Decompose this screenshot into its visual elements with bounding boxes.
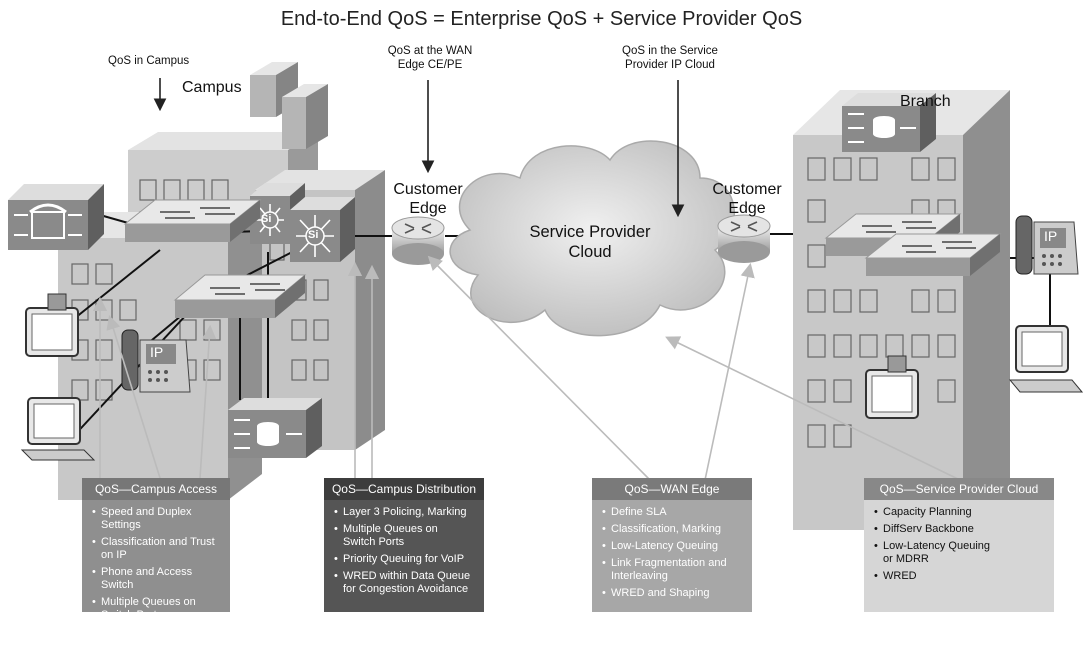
panel-item: Low-Latency Queuing <box>602 540 744 553</box>
callout-arrows <box>153 78 685 218</box>
label-qos-wan-edge-line1: QoS at the WAN <box>387 45 473 57</box>
label-sp-cloud-line1: Service Provider <box>529 223 651 241</box>
panel-item: Define SLA <box>602 506 744 519</box>
panel-sp-cloud-title: QoS—Service Provider Cloud <box>864 478 1054 500</box>
call-manager <box>8 184 104 250</box>
panel-sp-cloud-body: Capacity Planning DiffServ Backbone Low-… <box>864 500 1054 612</box>
branch-building <box>793 90 1010 530</box>
panel-wan-edge: QoS—WAN Edge Define SLA Classification, … <box>592 478 752 612</box>
label-qos-wan-edge-line2: Edge CE/PE <box>397 59 463 71</box>
label-qos-wan-edge: QoS at the WAN Edge CE/PE <box>365 44 495 72</box>
panel-pointer-lines <box>92 255 961 481</box>
panel-wan-edge-title: QoS—WAN Edge <box>592 478 752 500</box>
router-ce-left <box>391 216 445 265</box>
branch-switch-2 <box>864 233 1002 276</box>
panel-sp-cloud: QoS—Service Provider Cloud Capacity Plan… <box>864 478 1054 612</box>
panel-item: WRED and Shaping <box>602 587 744 600</box>
si-label-2: Si <box>308 229 319 241</box>
panel-item: Capacity Planning <box>874 506 1046 519</box>
si-label-1: Si <box>261 213 272 225</box>
panel-item: Priority Queuing for VoIP <box>334 553 476 566</box>
label-sp-cloud-line2: Cloud <box>568 243 612 261</box>
branch-storage <box>842 93 936 152</box>
panel-item: Phone and Access Switch <box>92 566 222 592</box>
branch-pc <box>1008 325 1083 393</box>
label-qos-sp-cloud-line2: Provider IP Cloud <box>625 59 715 71</box>
panel-campus-distribution-body: Layer 3 Policing, Marking Multiple Queue… <box>324 500 484 612</box>
server-towers <box>250 62 328 149</box>
panel-item: Classification and Trust on IP <box>92 536 222 562</box>
access-switch-2 <box>173 274 307 318</box>
label-sp-cloud: Service Provider Cloud <box>520 222 660 262</box>
router-ce-right <box>717 214 771 263</box>
label-qos-sp-cloud: QoS in the Service Provider IP Cloud <box>600 44 740 72</box>
campus-monitor-1 <box>25 293 79 357</box>
panel-campus-access-title: QoS—Campus Access <box>82 478 230 500</box>
label-customer-edge-right-line2: Edge <box>728 200 766 217</box>
label-customer-edge-right: Customer Edge <box>702 180 792 218</box>
qos-diagram: End-to-End QoS = Enterprise QoS + Servic… <box>0 0 1083 612</box>
panel-item: Link Fragmentation and Interleaving <box>602 557 741 583</box>
panel-item: Classification, Marking <box>602 523 744 536</box>
branch-ip-phone <box>1015 215 1079 275</box>
service-provider-cloud <box>449 140 736 337</box>
panel-campus-distribution: QoS—Campus Distribution Layer 3 Policing… <box>324 478 484 612</box>
panel-campus-access-body: Speed and Duplex Settings Classification… <box>82 500 230 651</box>
access-switch-1 <box>123 199 262 242</box>
panel-wan-edge-body: Define SLA Classification, Marking Low-L… <box>592 500 752 612</box>
campus-storage <box>228 398 322 458</box>
panel-item: DiffServ Backbone <box>874 523 1046 536</box>
ip-phone-label-branch: IP <box>1044 228 1058 244</box>
label-customer-edge-left-line1: Customer <box>393 181 463 198</box>
label-branch: Branch <box>900 93 951 110</box>
label-customer-edge-left: Customer Edge <box>388 180 468 218</box>
label-qos-sp-cloud-line1: QoS in the Service <box>622 45 718 57</box>
panel-item: WRED within Data Queue for Congestion Av… <box>334 570 478 596</box>
panel-item: Priority Queuing for VoIP <box>92 626 222 652</box>
label-qos-in-campus: QoS in Campus <box>108 55 190 67</box>
panel-campus-access: QoS—Campus Access Speed and Duplex Setti… <box>82 478 230 651</box>
campus-pc <box>20 397 96 461</box>
ip-phone-label-campus: IP <box>150 344 164 360</box>
label-customer-edge-right-line1: Customer <box>712 181 782 198</box>
diagram-title: End-to-End QoS = Enterprise QoS + Servic… <box>280 8 803 30</box>
panel-item: Multiple Queues on Switch Ports <box>92 596 221 622</box>
panel-campus-distribution-title: QoS—Campus Distribution <box>324 478 484 500</box>
label-campus: Campus <box>182 79 242 96</box>
panel-item: Layer 3 Policing, Marking <box>334 506 476 519</box>
diagram-canvas <box>8 62 1083 530</box>
panel-item: Multiple Queues on Switch Ports <box>334 523 453 549</box>
panel-item: Speed and Duplex Settings <box>92 506 222 532</box>
campus-ip-phone <box>121 329 191 393</box>
l3-switch-2 <box>290 197 355 262</box>
branch-monitor <box>865 355 919 419</box>
label-customer-edge-left-line2: Edge <box>409 200 447 217</box>
panel-item: WRED <box>874 570 1046 583</box>
panel-item: Low-Latency Queuing or MDRR <box>874 540 993 566</box>
